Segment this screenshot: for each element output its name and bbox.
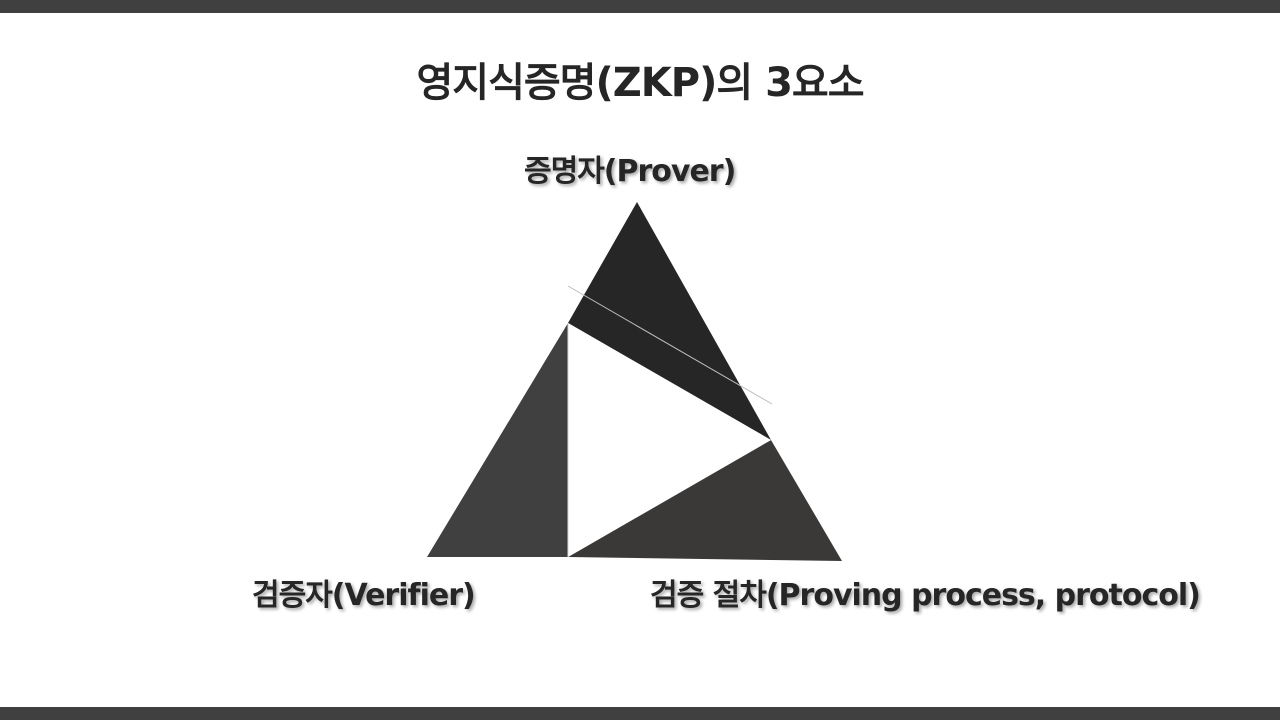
prover-label: 증명자(Prover) [524,154,736,189]
bottom-frame-bar [0,707,1280,720]
process-segment [568,440,842,561]
top-frame-bar [0,0,1280,13]
slide-title: 영지식증명(ZKP)의 3요소 [416,60,864,106]
prover-segment [568,202,771,440]
verifier-segment [427,323,568,557]
divider-line [567,285,773,405]
center-triangle [568,323,771,557]
process-label: 검증 절차(Proving process, protocol) [650,578,1201,613]
verifier-label: 검증자(Verifier) [252,578,476,613]
